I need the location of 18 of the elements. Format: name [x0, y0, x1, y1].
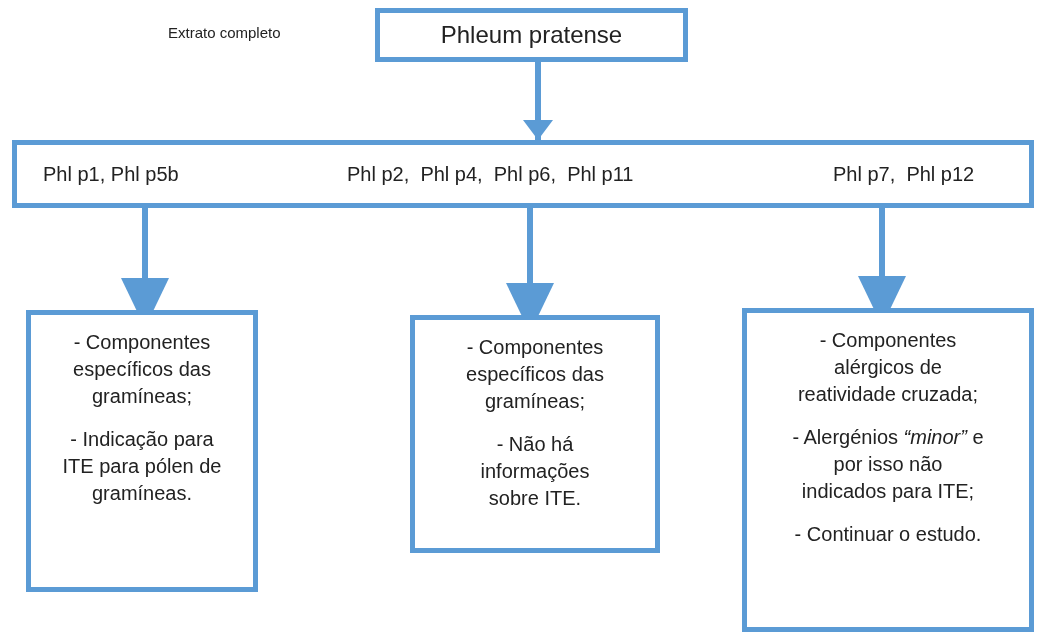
info-box — [26, 310, 258, 592]
note-text: - Indicação para ITE para pólen de gramíneas. — [61, 427, 223, 506]
title-box — [375, 8, 688, 62]
note-text: - Alergénios “minor” e por isso não indicados para ITE; — [791, 425, 985, 504]
note-text: - Componentes alérgicos de reatividade cruzada; — [796, 328, 980, 407]
allergen-list: Phl p7, Phl p12 — [833, 161, 975, 187]
box-title: Phleum pratense — [440, 20, 623, 50]
note-text: - Não há informações sobre ITE. — [479, 432, 591, 511]
side-caption: Extrato completo — [168, 24, 281, 41]
info-box — [410, 315, 660, 553]
note-text: - Componentes específicos das gramíneas; — [465, 335, 605, 414]
arrow — [523, 62, 553, 140]
note-text: - Continuar o estudo. — [794, 522, 982, 547]
info-box — [742, 308, 1034, 632]
allergen-list: Phl p1, Phl p5b — [43, 161, 179, 187]
group-band — [12, 140, 1034, 208]
note-text: - Componentes específicos das gramíneas; — [72, 330, 212, 409]
allergen-list: Phl p2, Phl p4, Phl p6, Phl p11 — [347, 161, 634, 187]
